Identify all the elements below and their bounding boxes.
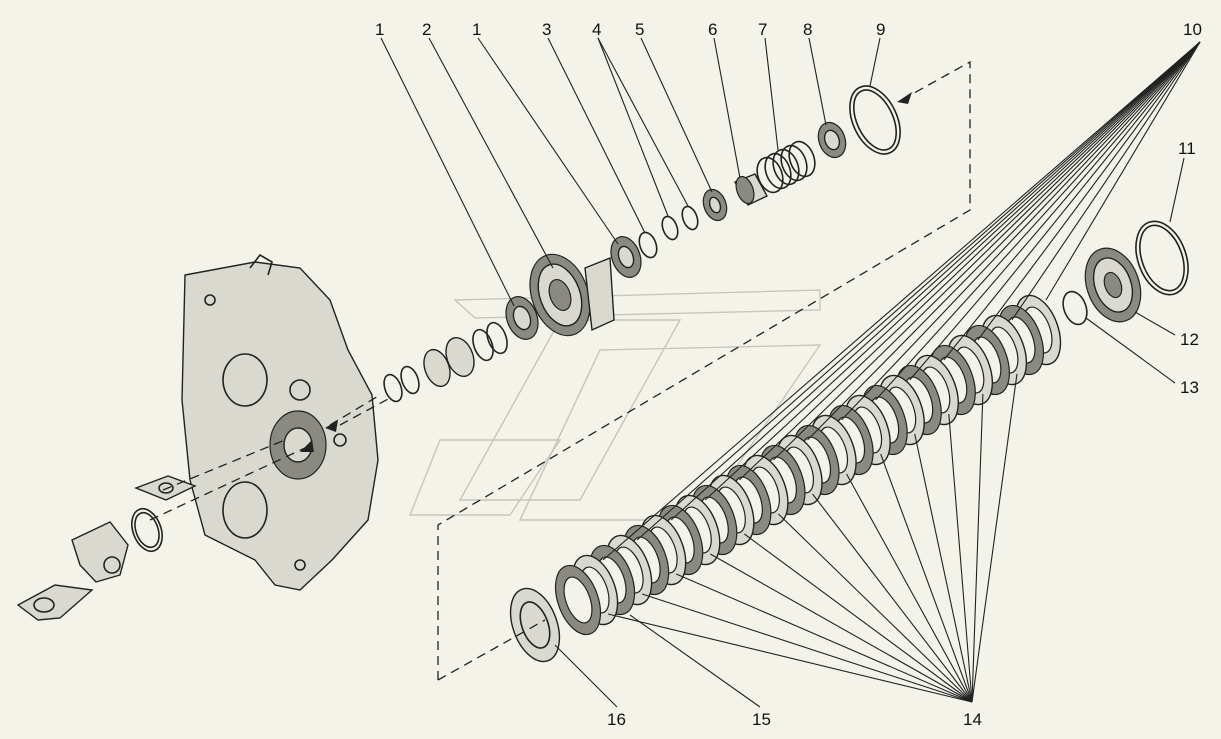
leader-line-14 bbox=[846, 473, 973, 703]
assembly-dashed-lines bbox=[149, 60, 971, 681]
leader-lines-10 bbox=[602, 41, 1201, 561]
gear-2 bbox=[529, 253, 615, 337]
label-10: 10 bbox=[1183, 20, 1202, 39]
washer-5 bbox=[702, 188, 728, 222]
leader-line-14 bbox=[744, 533, 973, 703]
pin-tag bbox=[134, 475, 197, 501]
leader-line-10 bbox=[704, 41, 1201, 501]
leader-line-14 bbox=[607, 613, 973, 703]
leader-line-14 bbox=[971, 373, 1018, 703]
spring-7 bbox=[756, 140, 816, 194]
bolt-fitting bbox=[16, 584, 94, 621]
label-11: 11 bbox=[1178, 139, 1196, 158]
label-15: 15 bbox=[752, 710, 771, 729]
label-1a: 1 bbox=[375, 20, 384, 39]
leader-line-10 bbox=[773, 41, 1201, 461]
label-9: 9 bbox=[876, 20, 885, 39]
leader-line-14 bbox=[914, 433, 973, 703]
bearing-1a bbox=[505, 296, 539, 340]
leader-line-10 bbox=[943, 41, 1201, 361]
leader-line-10 bbox=[909, 41, 1201, 381]
ring-11 bbox=[1135, 220, 1189, 296]
o-ring-housing bbox=[131, 507, 163, 553]
label-4: 4 bbox=[592, 20, 601, 39]
leader-lines bbox=[380, 37, 1185, 708]
ring-9 bbox=[849, 85, 901, 155]
leader-line-14 bbox=[641, 593, 973, 703]
snap-rings-4 bbox=[661, 205, 699, 241]
label-7: 7 bbox=[758, 20, 767, 39]
label-6: 6 bbox=[708, 20, 717, 39]
leader-line-14 bbox=[880, 453, 973, 703]
leader-line-10 bbox=[807, 41, 1201, 441]
leader-line-10 bbox=[875, 41, 1201, 401]
sleeve-6 bbox=[733, 173, 768, 206]
arrow-heads bbox=[300, 92, 912, 452]
leader-line-10 bbox=[738, 41, 1201, 481]
clutch-disc-pack bbox=[554, 294, 1062, 636]
label-2: 2 bbox=[422, 20, 431, 39]
label-3: 3 bbox=[542, 20, 551, 39]
leader-line-10 bbox=[841, 41, 1201, 421]
label-8: 8 bbox=[803, 20, 812, 39]
piston-12 bbox=[1084, 247, 1142, 323]
leader-line-14 bbox=[971, 393, 984, 703]
label-12: 12 bbox=[1180, 330, 1199, 349]
leader-line-10 bbox=[1045, 41, 1201, 301]
leader-line-14 bbox=[948, 413, 973, 703]
ring-13 bbox=[1062, 290, 1088, 326]
bearing-8 bbox=[817, 121, 847, 159]
leader-line-10 bbox=[977, 41, 1201, 341]
part-labels: 1 2 1 3 4 5 6 7 8 9 10 11 12 13 14 15 16 bbox=[375, 20, 1202, 729]
leader-line-10 bbox=[670, 41, 1201, 521]
washer-3 bbox=[638, 231, 658, 259]
label-14: 14 bbox=[963, 710, 982, 729]
leader-line-10 bbox=[636, 41, 1201, 541]
leader-line-14 bbox=[676, 573, 973, 703]
label-16: 16 bbox=[607, 710, 626, 729]
elbow-fitting bbox=[71, 521, 129, 583]
disc-bore bbox=[563, 576, 593, 624]
label-1b: 1 bbox=[472, 20, 481, 39]
bearing-1b bbox=[610, 236, 642, 278]
leader-line-14 bbox=[778, 513, 973, 703]
leader-line-14 bbox=[812, 493, 973, 703]
label-13: 13 bbox=[1180, 378, 1199, 397]
leader-line-10 bbox=[1011, 41, 1201, 321]
leader-line-14 bbox=[710, 553, 973, 703]
label-5: 5 bbox=[635, 20, 644, 39]
leader-lines-14 bbox=[607, 373, 1018, 703]
gearbox-housing-cover bbox=[181, 253, 379, 591]
leader-line-10 bbox=[602, 41, 1201, 561]
shaft-ring-stack bbox=[383, 321, 508, 403]
